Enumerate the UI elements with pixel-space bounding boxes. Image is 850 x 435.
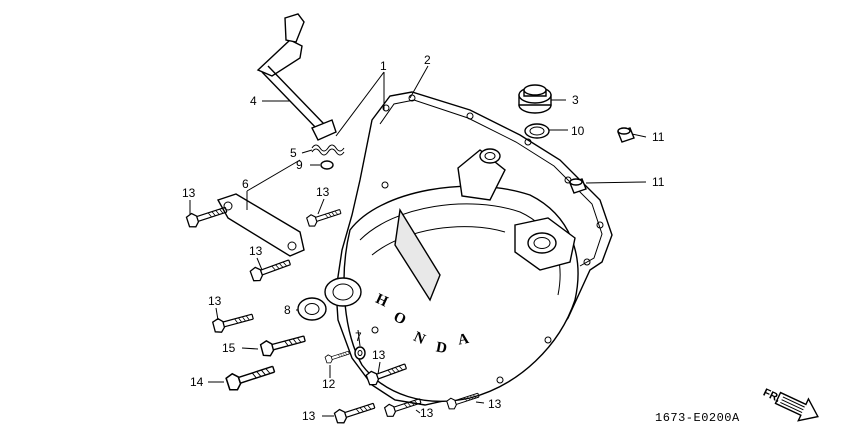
oil-seal — [297, 297, 327, 321]
callout-2: 2 — [424, 53, 431, 67]
callout-8: 8 — [284, 303, 291, 317]
callout-11-upper: 11 — [652, 130, 665, 144]
cover-letter-a: A — [457, 331, 471, 349]
bolt-12 — [324, 348, 351, 365]
return-spring — [311, 144, 345, 156]
dowel-pin-upper — [617, 127, 635, 143]
callout-12: 12 — [322, 377, 336, 391]
dowel-pin-lower — [569, 178, 587, 194]
front-direction-arrow — [774, 391, 819, 422]
callout-7: 7 — [355, 330, 362, 344]
callout-13-e: 13 — [372, 348, 386, 362]
callout-13-a: 13 — [182, 186, 196, 200]
callout-13-b: 13 — [316, 185, 330, 199]
shift-shaft — [256, 13, 337, 141]
diagram-code: 1673-E0200A — [655, 411, 740, 425]
callout-4: 4 — [250, 94, 257, 108]
callout-9: 9 — [296, 158, 303, 172]
callout-14: 14 — [190, 375, 204, 389]
bolt-13-b — [305, 205, 343, 229]
callout-15: 15 — [222, 341, 236, 355]
bolt-13-c — [248, 255, 293, 284]
callout-13-c: 13 — [249, 244, 263, 258]
callout-5: 5 — [290, 146, 297, 160]
oil-filler-cap — [518, 84, 552, 114]
callout-6: 6 — [242, 177, 249, 191]
bracket — [216, 193, 305, 257]
bolt-15 — [259, 330, 308, 359]
sealing-washer — [354, 346, 366, 360]
callout-1: 1 — [380, 59, 387, 73]
callout-11-lower: 11 — [652, 175, 665, 189]
right-crankcase-cover — [324, 91, 613, 406]
callout-13-g: 13 — [420, 406, 434, 420]
bolt-14 — [224, 360, 278, 393]
callout-3: 3 — [572, 93, 579, 107]
o-ring — [524, 123, 550, 139]
bolt-13-f — [333, 398, 377, 426]
collar — [320, 160, 334, 170]
leader-lines — [189, 65, 647, 417]
callout-13-f: 13 — [302, 409, 316, 423]
callout-13-h: 13 — [488, 397, 502, 411]
callout-13-d: 13 — [208, 294, 222, 308]
callout-10: 10 — [571, 124, 585, 138]
bolt-13-d — [211, 309, 256, 335]
cover-letter-d: D — [435, 339, 449, 357]
callouts: 1 2 3 10 11 11 4 5 9 6 13 13 13 13 8 15 … — [182, 53, 665, 423]
